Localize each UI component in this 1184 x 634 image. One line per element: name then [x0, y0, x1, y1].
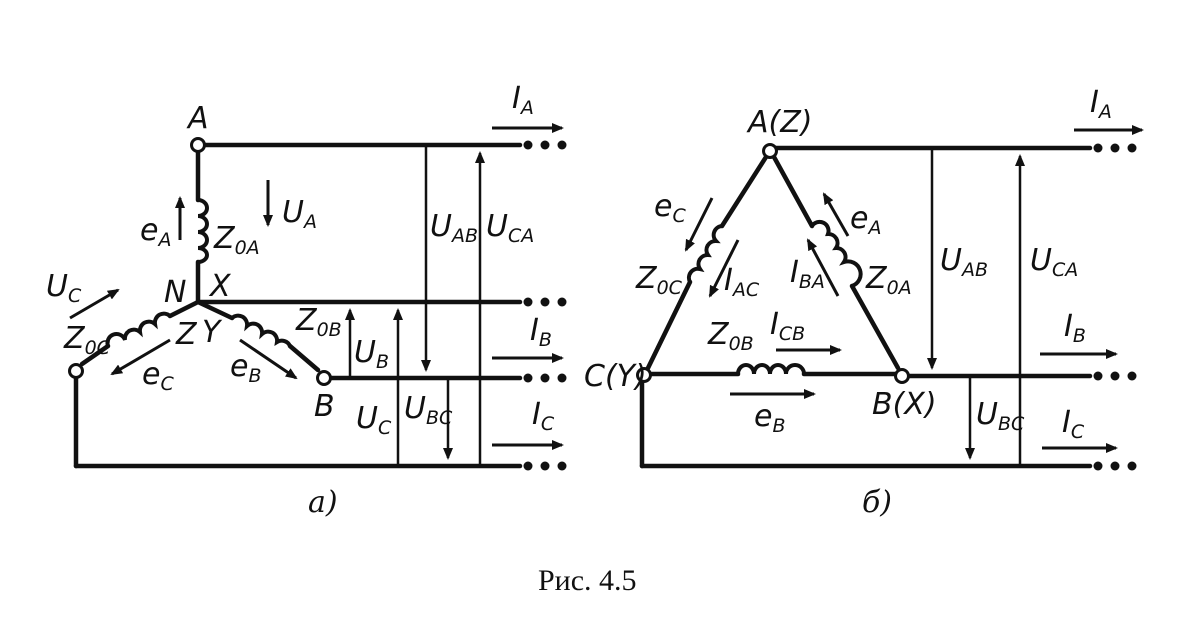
coil-a-ZOC [105, 311, 172, 348]
wire-b-side-AC-2 [645, 279, 693, 371]
label-a-node-Y: Y [202, 315, 223, 350]
label-a-UB: UB [354, 335, 389, 373]
label-b-UBC: UBC [976, 397, 1025, 435]
label-b-eA: eA [850, 201, 881, 239]
figure-caption: Рис. 4.5 [538, 564, 637, 597]
coil-a-ZOA [196, 198, 209, 264]
panel-a-label: a) [308, 485, 338, 520]
arrow-b-eA [822, 192, 850, 237]
wire-a-phaseB-1 [195, 299, 235, 321]
label-a-UA: UA [282, 195, 317, 233]
label-b-node-AZ: A(Z) [746, 105, 812, 140]
continuation-dots-a [523, 140, 567, 471]
terminal-a-B [316, 370, 332, 386]
arrow-a-eC [110, 338, 171, 376]
coil-b-ZOB [736, 363, 806, 376]
label-a-UC-source: UC [46, 269, 82, 307]
label-b-ZOA: Z0A [865, 261, 912, 299]
label-a-IB: IB [530, 313, 552, 351]
label-b-ICB: ICB [770, 307, 805, 345]
panel-b-delta: A(Z) C(Y) B(X) eC Z0C IAC IBA eA Z0A Z0B… [584, 85, 1144, 520]
label-b-UCA: UCA [1030, 243, 1078, 281]
label-a-eA: eA [140, 213, 171, 251]
label-b-node-CY: C(Y) [584, 359, 647, 394]
wire-b-side-AB-2 [849, 283, 901, 371]
panel-b-label: б) [862, 485, 892, 520]
label-b-IAC: IAC [724, 263, 760, 301]
label-a-IC: IC [532, 397, 555, 435]
wire-b-side-AC-1 [719, 154, 769, 229]
wire-b-side-AB-1 [771, 154, 815, 229]
label-a-ZOB: Z0B [295, 303, 342, 341]
label-a-UC: UC [356, 401, 392, 439]
terminal-a-A [190, 137, 206, 153]
label-b-UAB: UAB [940, 243, 988, 281]
coil-b-ZOA [810, 219, 863, 288]
label-a-ZOC: Z0C [63, 321, 111, 359]
label-a-ZOA: Z0A [213, 221, 260, 259]
label-b-eB: eB [754, 399, 786, 437]
label-b-IB: IB [1064, 309, 1086, 347]
terminal-a-C [68, 363, 84, 379]
label-a-node-A: A [186, 101, 209, 136]
continuation-dots-b [1093, 143, 1137, 471]
arrow-b-eC [684, 197, 714, 252]
label-a-eC: eC [142, 357, 174, 395]
label-a-node-X: X [208, 269, 232, 304]
label-b-IA: IA [1090, 85, 1112, 123]
arrow-b-IAC [708, 239, 740, 298]
terminal-b-A [762, 143, 778, 159]
wire-a-phaseC-1 [167, 299, 201, 319]
arrow-a-eB [239, 338, 298, 380]
label-a-node-N: N [164, 275, 186, 310]
label-a-node-Z: Z [175, 317, 198, 352]
label-b-node-BX: B(X) [872, 387, 937, 422]
label-b-IC: IC [1062, 405, 1085, 443]
label-a-node-B: B [314, 389, 335, 424]
coil-a-ZOB [230, 313, 292, 348]
label-a-UAB: UAB [430, 209, 478, 247]
panel-a-star: A N X Z Y B eA Z0A UA UC Z0C eC eB Z0B U… [46, 81, 567, 520]
label-b-eC: eC [654, 189, 686, 227]
terminal-b-B [894, 368, 910, 384]
label-b-IBA: IBA [790, 255, 825, 293]
label-a-IA: IA [512, 81, 534, 119]
wire-a-phaseB-2 [287, 343, 321, 373]
terminal-b-C [636, 367, 652, 383]
wire-a-phaseC-2 [79, 343, 111, 367]
arrow-a-UC-source [69, 288, 120, 320]
label-a-eB: eB [230, 349, 262, 387]
label-a-UBC: UBC [404, 391, 453, 429]
label-a-UCA: UCA [486, 209, 534, 247]
label-b-ZOB: Z0B [707, 317, 754, 355]
coil-b-ZOC [686, 224, 724, 284]
label-b-ZOC: Z0C [635, 261, 683, 299]
arrow-b-IBA [806, 238, 840, 297]
